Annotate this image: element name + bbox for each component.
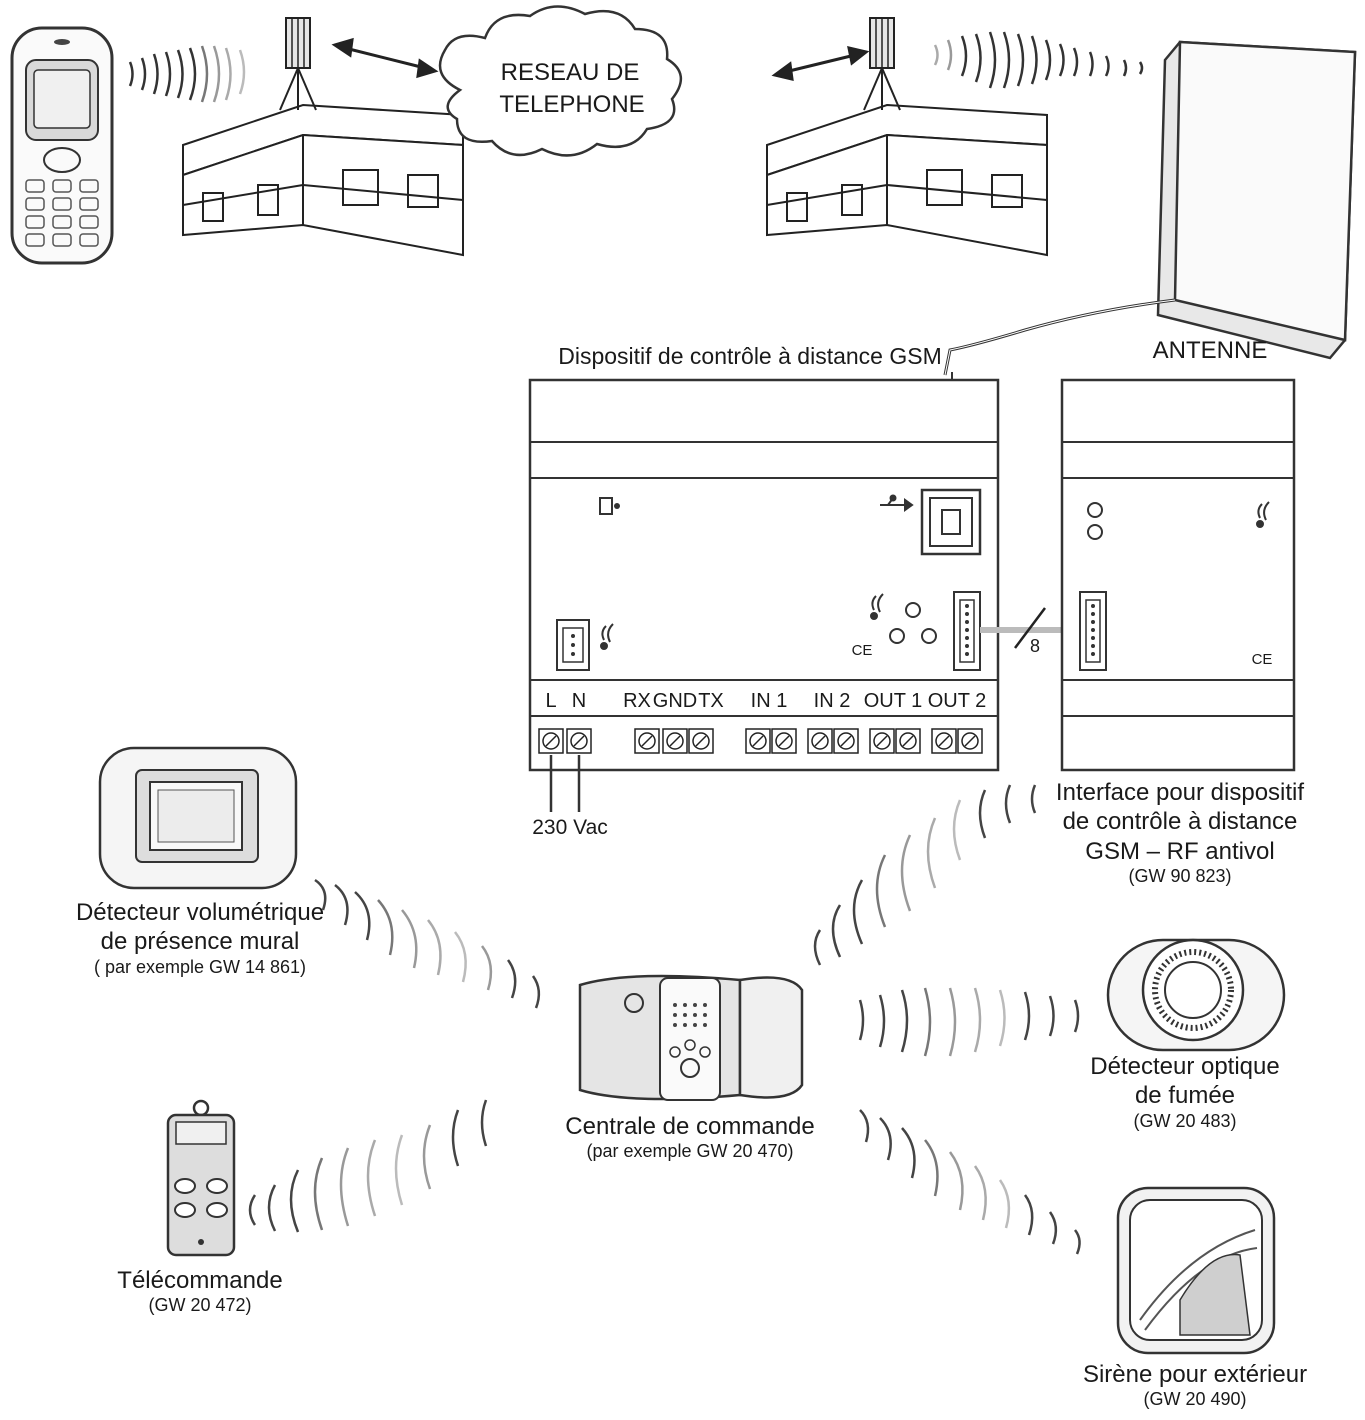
smoke-detector-label: Détecteur optique de fumée (GW 20 483) [1060,1052,1310,1132]
building-icon [766,104,1048,256]
gsm-device: CE L N RX GND TX IN 1 IN 2 OUT 1 OUT 2 [528,372,1000,839]
ce-mark: CE [1252,651,1273,668]
central-line1: Centrale de commande [565,1113,815,1140]
status-led [1087,502,1103,518]
remote-line1: Télécommande [117,1267,283,1294]
terminal-l: L [545,690,556,712]
serial-connector [556,619,590,671]
bus-connector [953,591,981,671]
remote-control-icon [166,1099,236,1257]
building-icon [182,104,464,256]
arrow-tower-cloud-left [331,37,439,79]
gsm-device-title: Dispositif de contrôle à distance GSM [558,343,942,369]
ce-mark: CE [852,642,873,659]
cell-tower-icon [279,17,317,111]
status-led [1087,524,1103,540]
bus-wire-count: 8 [1030,636,1040,656]
terminal-tx: TX [698,690,724,712]
presence-code: ( par exemple GW 14 861) [93,956,307,977]
rf-icon [600,623,614,650]
mobile-phone-icon [10,26,114,265]
rf-icon [870,593,884,620]
presence-line2: de présence mural [100,928,300,956]
smoke-line1: Détecteur optique [1090,1053,1280,1080]
interface-line3: GSM – RF antivol [1085,837,1275,865]
siren-code: (GW 20 490) [1143,1389,1247,1410]
terminal-rx: RX [623,690,651,712]
network-label-line2: TELEPHONE [499,91,644,118]
supply-voltage-label: 230 Vac [532,816,608,839]
terminal-gnd: GND [653,690,697,712]
interface-label: Interface pour dispositif de contrôle à … [1040,778,1320,888]
antenna-radio-waves [933,31,1144,89]
wireless-waves [248,784,1081,1255]
status-led [889,628,905,644]
presence-detector-icon [98,746,298,890]
antenna-label: ANTENNE [1153,337,1268,364]
interface-code: (GW 90 823) [1128,865,1232,886]
network-label-line1: RESEAU DE [501,59,640,86]
outdoor-siren-icon [1116,1186,1276,1355]
terminal-n: N [572,690,586,712]
interface-line1: Interface pour dispositif [1055,779,1305,806]
bus-connector [1079,591,1107,671]
interface-line2: de contrôle à distance [1062,808,1298,836]
status-led [921,628,937,644]
usb-port[interactable] [920,488,982,556]
cloud-icon: RESEAU DE TELEPHONE [438,5,682,157]
presence-detector-label: Détecteur volumétrique de présence mural… [50,898,350,978]
status-led [905,602,921,618]
smoke-code: (GW 20 483) [1133,1110,1237,1131]
terminal-in2: IN 2 [814,690,851,712]
smoke-detector-icon [1106,938,1286,1052]
cell-tower-icon [863,17,901,111]
remote-code: (GW 20 472) [148,1295,252,1316]
remote-label: Télécommande (GW 20 472) [80,1266,320,1317]
central-label: Centrale de commande (par exemple GW 20 … [540,1112,840,1163]
interface-module: CE [1060,378,1296,772]
terminal-out1: OUT 1 [864,690,923,712]
antenna-panel-icon [943,40,1357,376]
presence-line1: Détecteur volumétrique [75,899,325,926]
sim-card-icon [599,497,620,515]
smoke-line2: de fumée [1134,1082,1236,1110]
arrow-cloud-tower-right [771,46,870,81]
phone-radio-waves [128,45,246,103]
usb-icon [880,494,914,512]
siren-label: Sirène pour extérieur (GW 20 490) [1060,1360,1330,1411]
siren-line1: Sirène pour extérieur [1082,1361,1308,1388]
control-central-icon [578,974,804,1101]
central-code: (par exemple GW 20 470) [586,1141,794,1162]
terminal-out2: OUT 2 [928,690,987,712]
terminal-in1: IN 1 [751,690,788,712]
rf-icon [1256,501,1270,528]
